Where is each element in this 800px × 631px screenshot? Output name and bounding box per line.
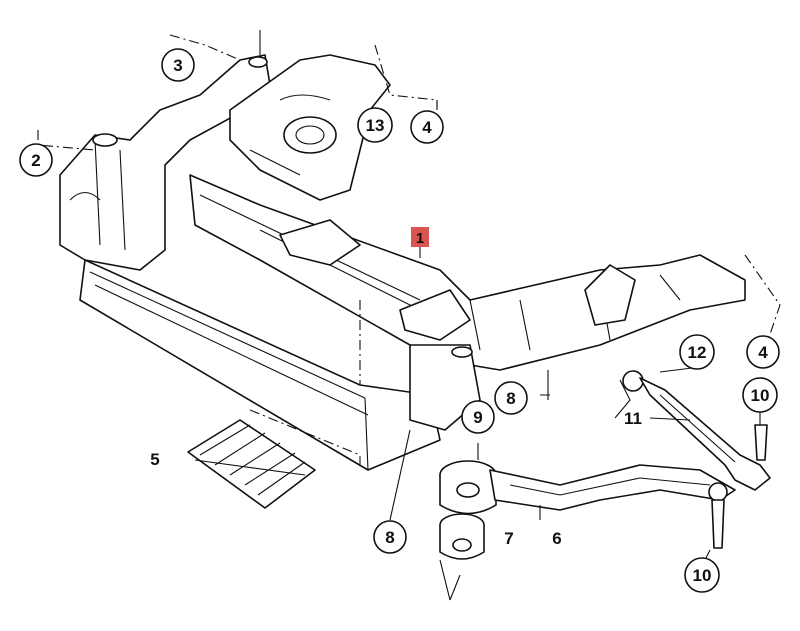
svg-text:1: 1 (416, 230, 424, 247)
callout-8-upper: 8 (494, 381, 528, 415)
callout-8-lower: 8 (373, 520, 407, 554)
svg-text:13: 13 (366, 116, 385, 135)
svg-text:5: 5 (150, 450, 159, 469)
callout-3: 3 (161, 48, 195, 82)
svg-text:9: 9 (473, 408, 482, 427)
svg-text:10: 10 (751, 386, 770, 405)
callout-10-top: 10 (742, 377, 778, 413)
callout-2: 2 (19, 143, 53, 177)
main-part-label-1: 1 (411, 227, 429, 258)
callout-10-bottom: 10 (684, 557, 720, 593)
callout-6: 6 (552, 529, 561, 548)
rubber-bushing-small (439, 513, 485, 560)
callout-7: 7 (504, 529, 513, 548)
front-subframe (59, 54, 746, 471)
callout-4-top: 4 (410, 110, 444, 144)
rubber-bushing-large (439, 460, 497, 515)
svg-text:4: 4 (758, 343, 768, 362)
underbody-plate (187, 409, 361, 509)
control-arm (489, 464, 736, 549)
callout-13: 13 (357, 107, 393, 143)
svg-text:10: 10 (693, 566, 712, 585)
svg-text:8: 8 (385, 528, 394, 547)
svg-text:4: 4 (422, 118, 432, 137)
svg-text:8: 8 (506, 389, 515, 408)
tension-strut (622, 370, 771, 491)
callout-4-right: 4 (746, 335, 780, 369)
callout-12: 12 (679, 334, 715, 370)
svg-text:6: 6 (552, 529, 561, 548)
svg-text:12: 12 (688, 343, 707, 362)
svg-text:7: 7 (504, 529, 513, 548)
svg-text:3: 3 (173, 56, 182, 75)
callout-9: 9 (461, 400, 495, 434)
svg-text:11: 11 (624, 409, 642, 428)
leader-lines (37, 30, 781, 601)
callout-5: 5 (150, 450, 159, 469)
svg-text:2: 2 (31, 151, 40, 170)
callout-11: 11 (624, 409, 642, 428)
